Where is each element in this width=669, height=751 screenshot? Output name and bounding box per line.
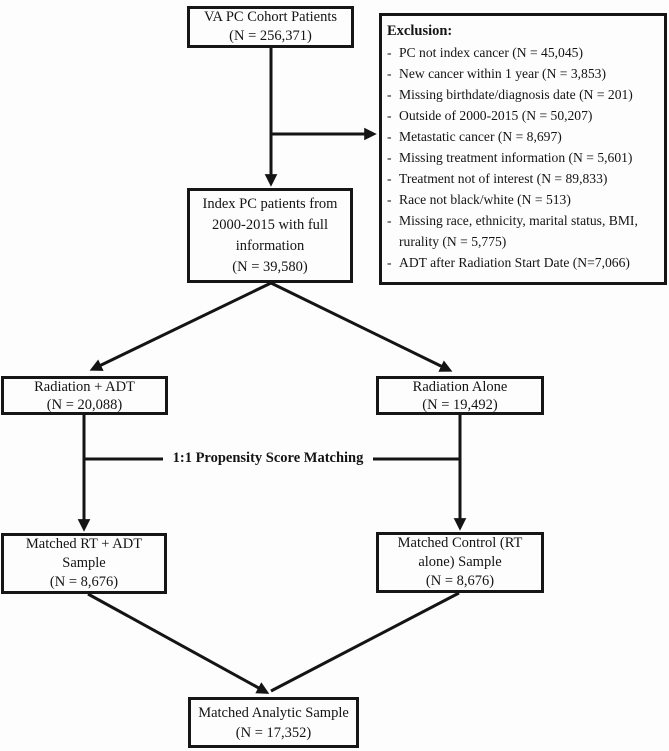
exclusion-item: - Missing birthdate/diagnosis date (N = … (387, 84, 661, 105)
line-matched-control-to-analytic (270, 591, 460, 693)
exclusion-item-text: Race not black/white (N = 513) (399, 192, 571, 207)
exclusion-header: Exclusion: (387, 23, 453, 39)
bullet-dash: - (387, 45, 392, 60)
exclusion-item-text: PC not index cancer (N = 45,045) (399, 45, 583, 60)
matched-control-line: alone) Sample (418, 554, 502, 570)
exclusion-item: - PC not index cancer (N = 45,045) (387, 42, 661, 63)
exclusion-item-text: Outside of 2000-2015 (N = 50,207) (399, 108, 593, 123)
bullet-dash: - (387, 171, 392, 186)
radiation-adt-n: (N = 20,088) (46, 396, 123, 413)
matched-rt-line: Matched RT + ADT (25, 536, 143, 552)
index-patients-box: Index PC patients from 2000-2015 with fu… (187, 188, 353, 283)
bullet-dash: - (387, 108, 392, 123)
radiation-alone-box: Radiation Alone (N = 19,492) (376, 376, 544, 415)
exclusion-item-text: Missing race, ethnicity, marital status,… (399, 213, 638, 249)
arrow-index-to-radiation-adt (89, 281, 272, 371)
matched-analytic-box: Matched Analytic Sample (N = 17,352) (188, 697, 359, 748)
exclusion-item: - New cancer within 1 year (N = 3,853) (387, 63, 661, 84)
radiation-alone-n: (N = 19,492) (422, 396, 498, 413)
exclusion-item: - Race not black/white (N = 513) (387, 189, 661, 210)
arrow-index-to-radiation-alone (270, 281, 453, 372)
exclusion-item: - Treatment not of interest (N = 89,833) (387, 168, 661, 189)
exclusion-item-text: Missing treatment information (N = 5,601… (399, 150, 633, 165)
arrow-matched-rt-to-analytic (87, 592, 270, 694)
exclusion-item-text: Metastatic cancer (N = 8,697) (399, 129, 562, 144)
exclusion-item-text: ADT after Radiation Start Date (N=7,066) (399, 255, 630, 270)
cohort-title: VA PC Cohort Patients (203, 9, 338, 25)
matched-rt-n: (N = 8,676) (49, 574, 119, 590)
matched-rt-adt-box: Matched RT + ADT Sample (N = 8,676) (1, 533, 167, 594)
exclusion-box: Exclusion: - PC not index cancer (N = 45… (379, 13, 667, 285)
exclusion-item: - Metastatic cancer (N = 8,697) (387, 126, 661, 147)
bullet-dash: - (387, 129, 392, 144)
index-line: 2000-2015 with full (212, 216, 328, 233)
index-line: Index PC patients from (202, 195, 338, 212)
radiation-alone-title: Radiation Alone (412, 378, 508, 395)
bullet-dash: - (387, 66, 392, 81)
radiation-adt-title: Radiation + ADT (34, 378, 135, 395)
cohort-box: VA PC Cohort Patients (N = 256,371) (187, 6, 354, 48)
radiation-adt-box: Radiation + ADT (N = 20,088) (1, 376, 168, 415)
index-n: (N = 39,580) (232, 258, 308, 275)
matched-control-box: Matched Control (RT alone) Sample (N = 8… (376, 532, 544, 593)
bullet-dash: - (387, 213, 392, 228)
matched-analytic-n: (N = 17,352) (235, 724, 312, 741)
index-line: information (235, 237, 305, 254)
exclusion-item-text: Treatment not of interest (N = 89,833) (399, 171, 608, 186)
bullet-dash: - (387, 87, 392, 102)
bullet-dash: - (387, 150, 392, 165)
matched-control-line: Matched Control (RT (397, 535, 523, 551)
matched-analytic-title: Matched Analytic Sample (198, 704, 349, 721)
bullet-dash: - (387, 192, 392, 207)
matched-control-n: (N = 8,676) (425, 573, 495, 589)
matched-rt-line: Sample (62, 555, 106, 571)
exclusion-item: - Outside of 2000-2015 (N = 50,207) (387, 105, 661, 126)
bullet-dash: - (387, 255, 392, 270)
exclusion-item-text: New cancer within 1 year (N = 3,853) (399, 66, 606, 81)
exclusion-item-text: Missing birthdate/diagnosis date (N = 20… (399, 87, 633, 102)
exclusion-item: - Missing race, ethnicity, marital statu… (387, 210, 661, 252)
propensity-matching-label: 1:1 Propensity Score Matching (163, 448, 373, 469)
cohort-n: (N = 256,371) (229, 28, 312, 44)
exclusion-item: - Missing treatment information (N = 5,6… (387, 147, 661, 168)
exclusion-item: - ADT after Radiation Start Date (N=7,06… (387, 252, 661, 273)
